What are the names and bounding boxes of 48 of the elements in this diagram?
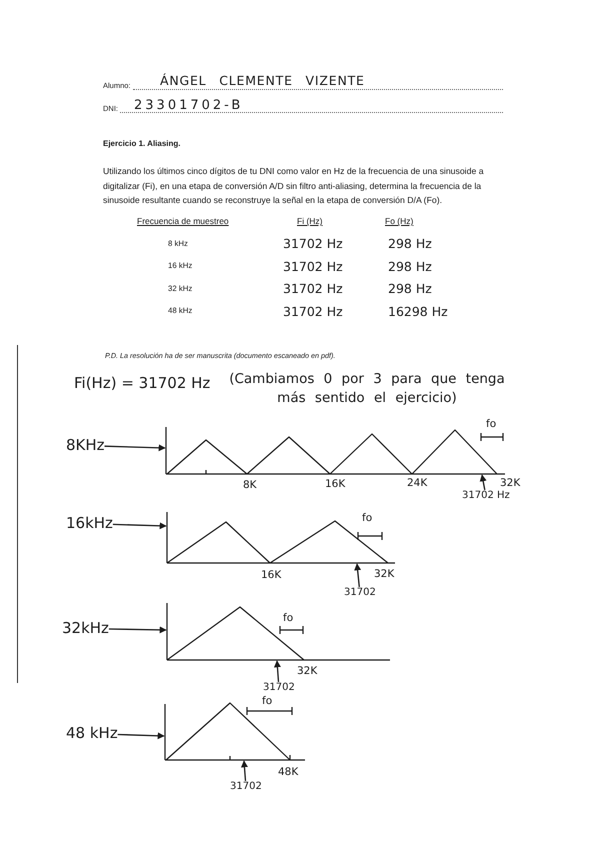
handwritten-name: ÁNGEL CLEMENTE VIZENTE <box>160 73 365 89</box>
sampling-rate-label: 8KHz <box>66 437 105 454</box>
input-frequency-value: 31702 Hz <box>283 281 343 296</box>
handwritten-remark: (Cambiamos 0 por 3 para que tenga más sentido el ejercicio) <box>228 370 506 408</box>
input-frequency-value: 31702 Hz <box>283 304 343 319</box>
arrow <box>240 760 248 782</box>
axis-tick-label: 16K <box>325 478 346 490</box>
frequency-symbol: fo <box>262 695 272 707</box>
handwritten-equation: Fi(Hz) = 31702 Hz <box>74 374 210 392</box>
frequency-symbol: fo <box>283 612 294 624</box>
spectrum-sketch <box>166 602 391 661</box>
arrow <box>354 563 362 588</box>
sampling-rate-label: 16kHz <box>66 515 113 532</box>
exercise-statement: Utilizando los últimos cinco dígitos de tu DNI como valor en Hz de la frecuencia de una sinusoide a digitalizar (Fi), en una etapa de conversión A/D sin filtro anti-aliasing, determina la frecuencia de la sinusoide resultante cuando se reconstruye la señal en la etapa de conversión D/A (Fo). <box>103 165 485 207</box>
input-frequency-value: 31702 Hz <box>283 236 343 252</box>
sampling-rate-label: 32kHz <box>62 620 109 638</box>
arrow <box>480 474 487 490</box>
exercise-heading: Ejercicio 1. Aliasing. <box>103 139 181 149</box>
output-frequency-value: 16298 Hz <box>388 304 448 319</box>
arrow <box>274 660 281 682</box>
output-frequency-value: 298 Hz <box>388 258 432 274</box>
spectrum-sketch <box>165 426 506 475</box>
axis-tick-label: 24K <box>407 477 428 489</box>
frequency-marker-label: 31702 <box>230 781 262 792</box>
output-frequency-value: 298 Hz <box>388 236 432 252</box>
arrow <box>104 444 166 452</box>
axis-tick-label: 8K <box>243 479 257 491</box>
sampling-rate-label: 48 kHz <box>66 725 118 742</box>
frequency-symbol: fo <box>362 512 372 524</box>
axis-tick-label: 32K <box>500 477 520 489</box>
handwritten-id-number: 23301702-B <box>134 98 244 113</box>
spectrum-sketch <box>166 511 396 564</box>
arrow <box>118 732 165 740</box>
frequency-marker-label: 31702 Hz <box>462 490 510 502</box>
arrow <box>108 626 167 634</box>
axis-tick-label: 32K <box>297 665 318 677</box>
frequency-symbol: fo <box>486 418 496 430</box>
frequency-marker-label: 31702 <box>263 682 295 694</box>
axis-tick-label: 48K <box>278 766 298 778</box>
output-frequency-value: 298 Hz <box>388 281 432 296</box>
column-header: Fo (Hz) <box>385 216 414 226</box>
frequency-marker-label: 31702 <box>344 587 376 598</box>
column-header: Frecuencia de muestreo <box>137 216 229 226</box>
axis-tick-label: 16K <box>261 569 282 581</box>
axis-tick-label: 32K <box>374 568 394 580</box>
column-header: Fi (Hz) <box>297 216 322 226</box>
input-frequency-value: 31702 Hz <box>283 258 343 274</box>
arrow <box>112 522 167 530</box>
